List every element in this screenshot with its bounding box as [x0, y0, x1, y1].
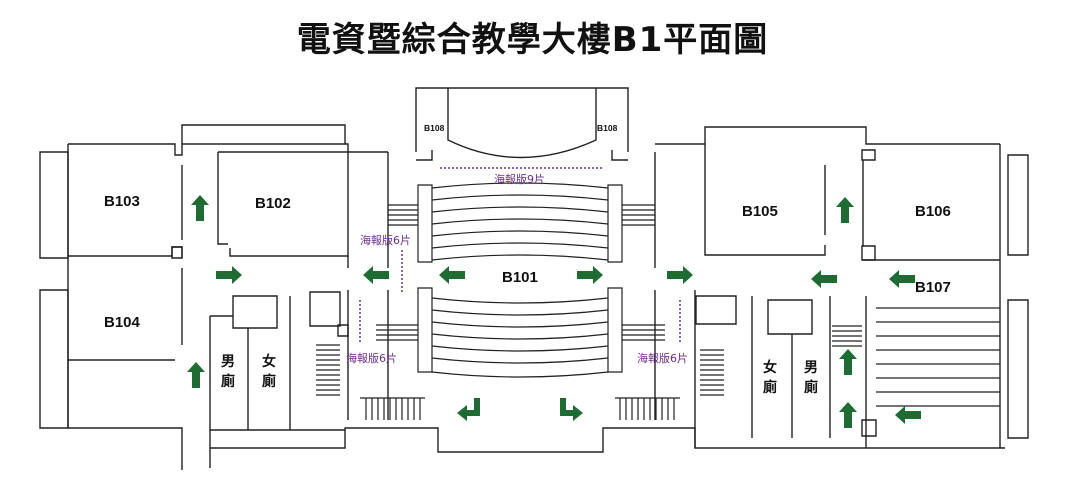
poster-boards: [359, 167, 681, 342]
poster-label-right-lower: 海報版6片: [637, 351, 688, 365]
restroom-right-men-2: 廁: [804, 379, 818, 396]
restroom-left-women-2: 廁: [262, 373, 276, 390]
direction-arrow-left-icon: [895, 406, 921, 424]
direction-arrows: [187, 195, 921, 428]
poster-label-left-upper: 海報版6片: [360, 233, 411, 247]
stairs: [316, 182, 1000, 420]
room-b107: B107: [915, 279, 951, 296]
map-title: 電資暨綜合教學大樓B1平面圖: [296, 20, 769, 60]
direction-arrow-up-icon: [191, 195, 209, 221]
direction-arrow-up-icon: [839, 349, 857, 375]
direction-arrow-down-left-icon: [457, 398, 480, 421]
direction-arrow-up-icon: [187, 362, 205, 388]
direction-arrow-left-icon: [363, 266, 389, 284]
restroom-right-women-2: 廁: [763, 379, 777, 396]
direction-arrow-right-icon: [216, 266, 242, 284]
direction-arrow-left-icon: [439, 266, 465, 284]
room-b108-right: B108: [597, 123, 618, 133]
direction-arrow-left-icon: [811, 270, 837, 288]
room-b105: B105: [742, 203, 778, 220]
direction-arrow-up-icon: [836, 197, 854, 223]
room-b108-left: B108: [424, 123, 445, 133]
direction-arrow-down-right-icon: [560, 398, 583, 421]
poster-label-top: 海報版9片: [494, 172, 545, 186]
direction-arrow-right-icon: [667, 266, 693, 284]
room-b106: B106: [915, 203, 951, 220]
direction-arrow-up-icon: [839, 402, 857, 428]
room-b103: B103: [104, 193, 140, 210]
room-b104: B104: [104, 314, 141, 331]
restroom-right-men-1: 男: [804, 360, 818, 376]
room-b102: B102: [255, 195, 291, 212]
restroom-left-women-1: 女: [262, 353, 276, 370]
restroom-left-men-1: 男: [221, 354, 235, 370]
direction-arrow-left-icon: [889, 270, 915, 288]
room-b101: B101: [502, 269, 538, 286]
restroom-left-men-2: 廁: [221, 373, 235, 390]
poster-label-left-lower: 海報版6片: [346, 351, 397, 365]
direction-arrow-right-icon: [577, 266, 603, 284]
restroom-right-women-1: 女: [763, 359, 777, 376]
